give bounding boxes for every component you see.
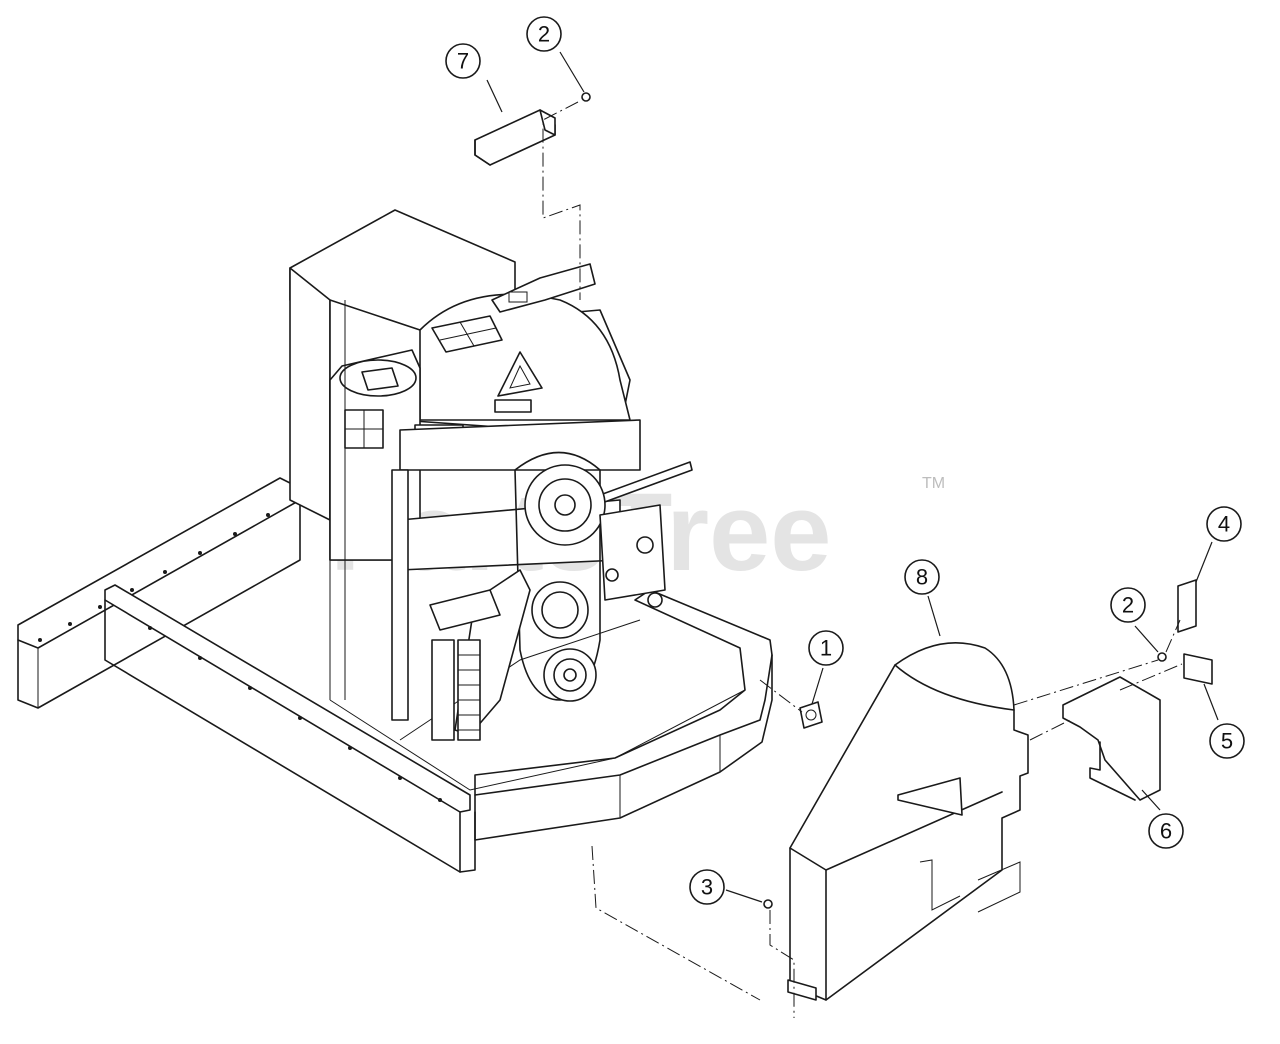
part-5-decal [1183,653,1213,685]
part-2-screw-right [1157,652,1167,662]
callout-6: 6 [1148,813,1184,849]
svg-text:6: 6 [1160,819,1172,844]
svg-text:7: 7 [457,49,469,74]
part-1-plug [799,701,823,729]
svg-text:2: 2 [538,22,550,47]
watermark-trademark: TM [922,475,945,492]
callout-3: 3 [689,869,725,905]
svg-text:4: 4 [1218,512,1230,537]
callout-4: 4 [1206,506,1242,542]
blower-housing [289,209,693,721]
svg-text:5: 5 [1221,729,1233,754]
part-6-shield [1062,676,1161,801]
belt-drive [429,451,666,741]
part-3-bolt [763,899,773,909]
svg-text:3: 3 [701,875,713,900]
callout-5: 5 [1209,723,1245,759]
callout-2-right: 2 [1110,587,1146,623]
svg-text:2: 2 [1122,593,1134,618]
svg-text:8: 8 [916,565,928,590]
callout-8: 8 [904,559,940,595]
part-2-screw-top [581,92,591,102]
base-frame [17,477,773,873]
part-4-decal [1177,579,1197,633]
part-8-belt-guard [787,642,1029,1001]
callout-2-top: 2 [526,16,562,52]
callout-1: 1 [808,630,844,666]
callout-7: 7 [445,43,481,79]
svg-text:1: 1 [820,636,832,661]
